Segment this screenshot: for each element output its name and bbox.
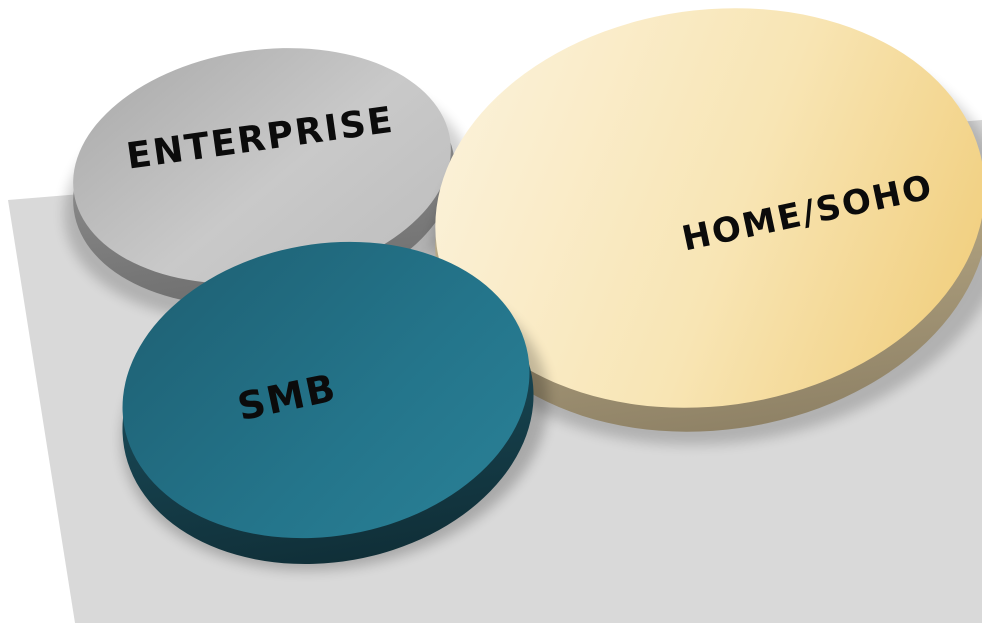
home-soho-disc: HOME/SOHO — [431, 8, 982, 445]
smb-disc: SMB — [121, 241, 549, 571]
